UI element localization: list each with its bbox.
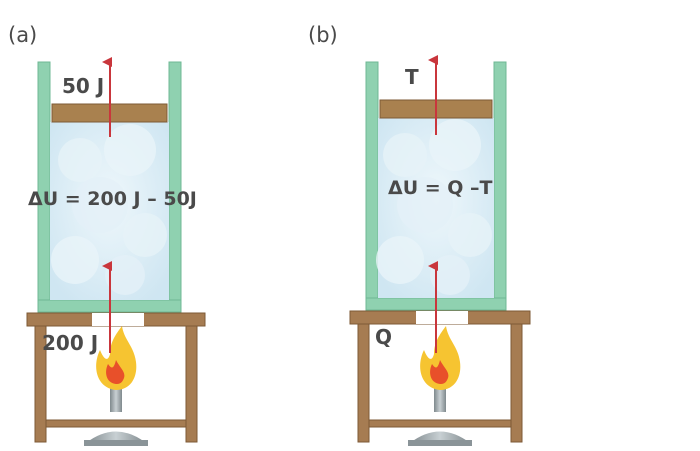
panel-b: (b) bbox=[308, 23, 531, 446]
work-label: 50 J bbox=[62, 74, 104, 98]
panel-a: (a) bbox=[8, 23, 206, 446]
flame-icon bbox=[96, 326, 137, 390]
heat-label: 200 J bbox=[42, 331, 98, 355]
flame-icon bbox=[420, 326, 461, 390]
energy-equation: ΔU = Q –T bbox=[388, 177, 493, 199]
cloud-icon bbox=[50, 122, 169, 300]
heat-label: Q bbox=[375, 325, 392, 349]
panel-a-letter: (a) bbox=[8, 23, 37, 47]
cloud-icon bbox=[376, 118, 494, 298]
cylinder-wall-right bbox=[493, 61, 507, 311]
panel-a-table bbox=[26, 312, 206, 443]
panel-b-table bbox=[349, 310, 531, 443]
cylinder-wall-right bbox=[168, 61, 182, 313]
panel-b-letter: (b) bbox=[308, 23, 338, 47]
cylinder-wall-left bbox=[37, 61, 51, 313]
energy-equation: ΔU = 200 J – 50J bbox=[28, 188, 197, 210]
work-label: T bbox=[405, 65, 419, 89]
cylinder-wall-left bbox=[365, 61, 379, 311]
